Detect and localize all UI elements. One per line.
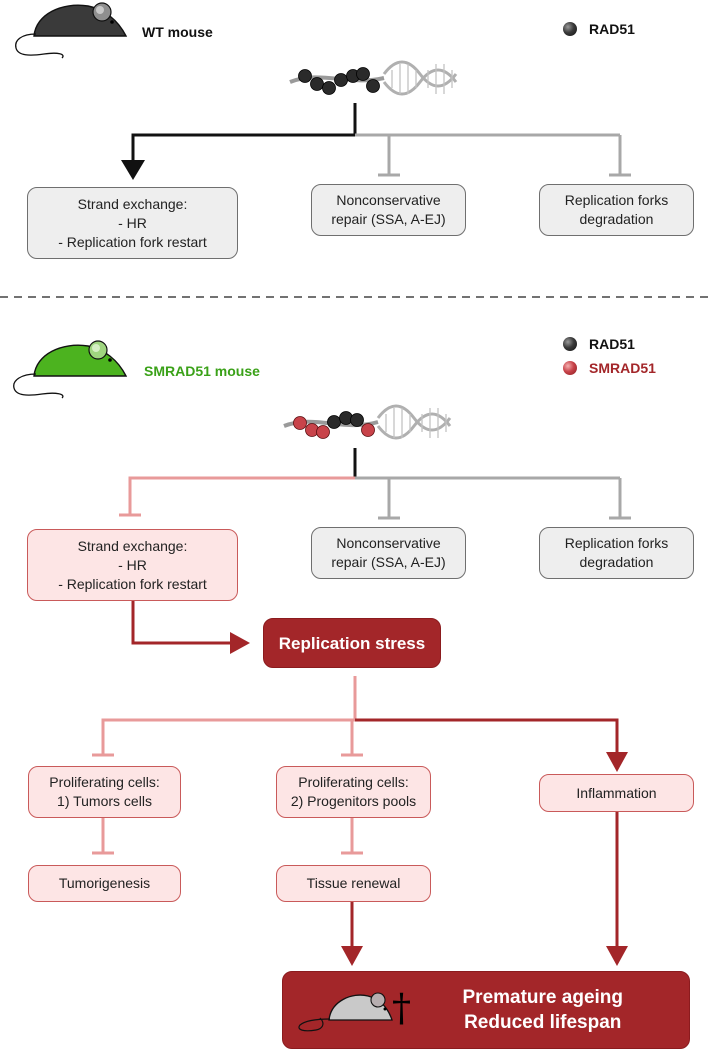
strand-exchange-box: Strand exchange: - HR - Replication fork…: [27, 529, 238, 601]
rad51-legend-label: RAD51: [589, 21, 635, 37]
outcome-line: Replication forks: [564, 535, 669, 551]
cross-icon: †: [392, 986, 411, 1030]
arrowhead-icon: [606, 752, 628, 772]
replication-stress-label: Replication stress: [278, 633, 426, 653]
outcome-line: Nonconservative: [336, 192, 441, 208]
tumor-cells-box: Proliferating cells: 1) Tumors cells: [28, 766, 181, 818]
rad51-legend-label: RAD51: [589, 336, 635, 352]
outcome-line: repair (SSA, A-EJ): [331, 554, 446, 570]
smrad51-dna-filament-icon: [283, 404, 452, 440]
tumorigenesis-label: Tumorigenesis: [58, 875, 151, 891]
outcome-line: degradation: [579, 554, 654, 570]
inflammation-box: Inflammation: [539, 774, 694, 812]
progenitor-pools-box: Proliferating cells: 2) Progenitors pool…: [276, 766, 431, 818]
arrowhead-icon: [341, 946, 363, 966]
rad51-legend-dot: [563, 22, 577, 36]
consequence-line: Inflammation: [576, 784, 657, 801]
outcome-line: - Replication fork restart: [58, 575, 207, 592]
tissue-renewal-box: Tissue renewal: [276, 865, 431, 902]
smrad51-mouse-label: SMRAD51 mouse: [144, 363, 260, 379]
premature-ageing-box: Premature ageing Reduced lifespan: [282, 971, 690, 1049]
rad51-dna-filament-icon: [289, 60, 458, 96]
consequence-line: 2) Progenitors pools: [290, 793, 417, 809]
final-line: Reduced lifespan: [464, 1012, 622, 1033]
tissue-renewal-label: Tissue renewal: [306, 875, 401, 891]
outcome-line: Nonconservative: [336, 535, 441, 551]
strand-exchange-box: Strand exchange: - HR - Replication fork…: [27, 187, 238, 259]
smrad51-legend-dot: [563, 361, 577, 375]
fork-degradation-box: Replication forks degradation: [539, 184, 694, 236]
nonconservative-repair-box: Nonconservative repair (SSA, A-EJ): [311, 527, 466, 579]
outcome-line: Strand exchange:: [77, 195, 188, 212]
rad51-legend-dot: [563, 337, 577, 351]
consequence-line: Proliferating cells:: [49, 774, 160, 790]
outcome-line: repair (SSA, A-EJ): [331, 211, 446, 227]
tumorigenesis-box: Tumorigenesis: [28, 865, 181, 902]
arrowhead-icon: [606, 946, 628, 966]
outcome-line: - HR: [118, 556, 147, 573]
outcome-line: - Replication fork restart: [58, 233, 207, 250]
arrowhead-icon: [121, 160, 145, 180]
final-line: Premature ageing: [462, 987, 624, 1008]
outcome-line: Replication forks: [564, 192, 669, 208]
smrad51-legend-label: SMRAD51: [589, 360, 656, 376]
consequence-line: Proliferating cells:: [298, 774, 409, 790]
consequence-line: 1) Tumors cells: [57, 793, 152, 809]
smrad51-mouse-icon: [13, 340, 128, 399]
outcome-line: Strand exchange:: [77, 537, 188, 554]
outcome-line: - HR: [118, 214, 147, 231]
fork-degradation-box: Replication forks degradation: [539, 527, 694, 579]
arrowhead-icon: [230, 632, 250, 654]
wt-mouse-icon: [15, 2, 128, 59]
nonconservative-repair-box: Nonconservative repair (SSA, A-EJ): [311, 184, 466, 236]
outcome-line: degradation: [579, 211, 654, 227]
replication-stress-box: Replication stress: [263, 618, 441, 668]
wt-mouse-label: WT mouse: [142, 24, 213, 40]
